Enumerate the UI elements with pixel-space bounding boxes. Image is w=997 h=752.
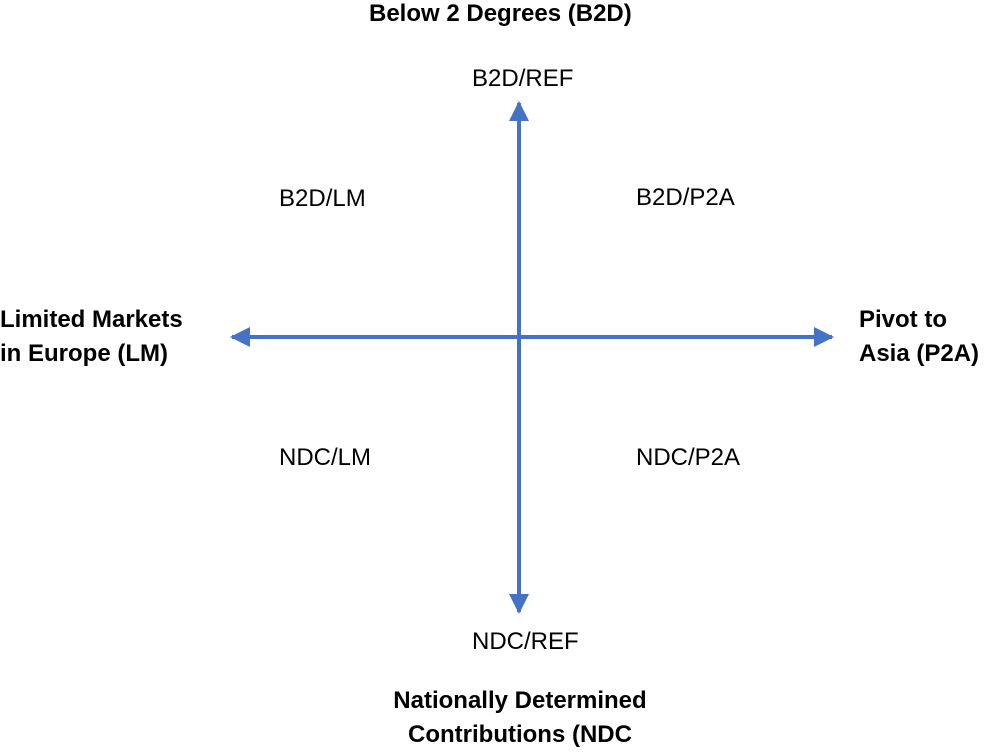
quadrant-top-right: B2D/P2A [636,184,735,211]
quadrant-bottom-right: NDC/P2A [636,444,741,471]
left-axis-title-line-1: Limited Markets [0,306,183,333]
bottom-axis-title: Nationally Determined Contributions (NDC [360,684,680,752]
bottom-axis-title-line-1: Nationally Determined [393,687,647,714]
right-axis-title-line-2: Asia (P2A) [859,340,980,367]
left-axis-title-line-2: in Europe (LM) [0,340,168,367]
right-axis-title: Pivot to Asia (P2A) [859,303,979,371]
top-endpoint-label: B2D/REF [472,65,574,92]
left-axis-title: Limited Markets in Europe (LM) [0,303,183,371]
bottom-endpoint-label: NDC/REF [472,628,579,655]
bottom-axis-title-line-2: Contributions (NDC [408,721,632,748]
right-axis-title-line-1: Pivot to [859,306,947,333]
quadrant-bottom-left: NDC/LM [279,444,372,471]
quadrant-top-left: B2D/LM [279,185,366,212]
top-axis-title: Below 2 Degrees (B2D) [369,0,632,27]
